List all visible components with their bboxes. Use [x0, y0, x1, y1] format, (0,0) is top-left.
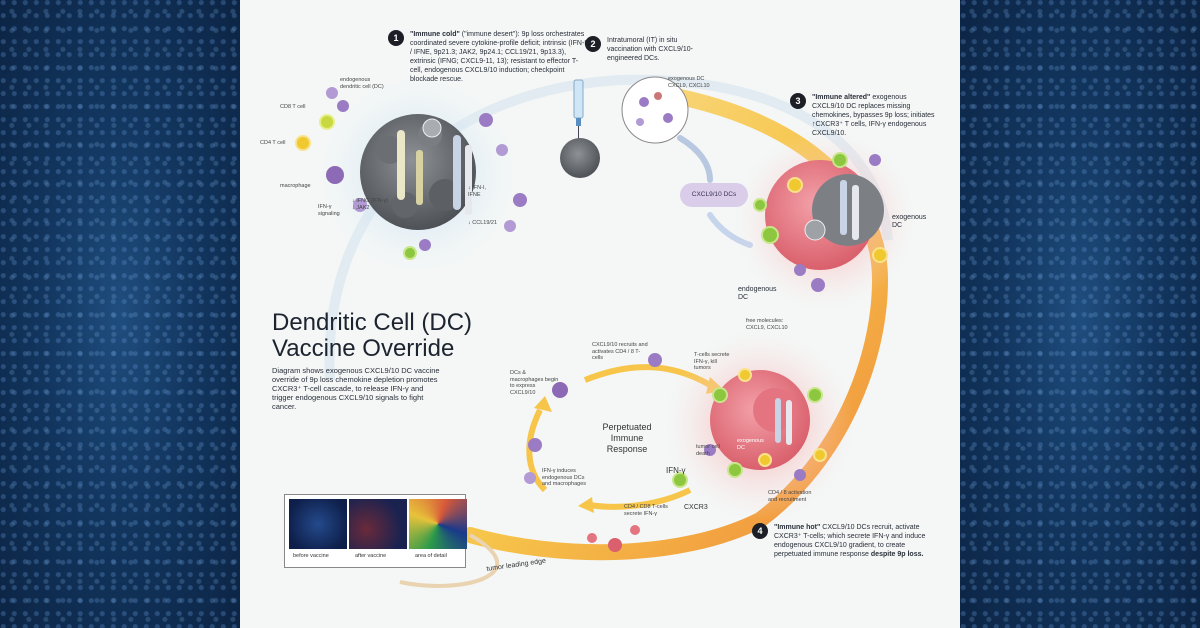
diagram-graphic [295, 74, 915, 588]
label-exo-dc-small: exogenous DC CXCL9, CXCL10 [668, 76, 710, 89]
detail-image [409, 499, 467, 549]
label-free-molecules: free molecules: CXCL9, CXCL10 [746, 318, 788, 331]
step-4-text: "Immune hot" CXCL9/10 DCs recruit, activ… [774, 523, 934, 559]
label-ifng: IFN-γ [666, 466, 686, 475]
step-1-badge: 1 [388, 30, 404, 46]
caption-before: before vaccine [293, 553, 329, 559]
label-macrophage: macrophage [280, 183, 311, 189]
label-cd48-activation: CD4 / 8 activation and recruitment [768, 490, 812, 503]
magnified-dc-view [621, 76, 689, 144]
label-cxcr3: CXCR3 [684, 504, 708, 511]
label-ifn-i: ↓ IFN-I, IFNE [468, 185, 487, 198]
step-4-body: CXCL9/10 DCs recruit, activate CXCR3⁺ T-… [774, 524, 926, 558]
step-1-text: "Immune cold" ("immune desert"): 9p loss… [410, 30, 590, 84]
label-tumor-cell-death: tumor cell death [696, 444, 720, 457]
step-4-badge: 4 [752, 523, 768, 539]
cold-immune-cells [295, 87, 527, 260]
diagram-title: Dendritic Cell (DC) Vaccine Override [272, 310, 472, 362]
label-tcells-secrete: T-cells secrete IFN-γ, kill tumors [694, 352, 730, 371]
step-1-body: ("immune desert"): 9p loss orchestrates … [410, 31, 587, 83]
label-cd4: CD4 T cell [260, 140, 286, 146]
title-line-1: Dendritic Cell (DC) [272, 309, 473, 336]
step-3-body: exogenous CXCL9/10 DC replaces missing c… [812, 94, 935, 137]
step-3-text: "Immune altered" exogenous CXCL9/10 DC r… [812, 93, 940, 138]
loop-cells [524, 353, 688, 552]
step-3-badge: 3 [790, 93, 806, 109]
label-ifn-signaling: IFN-γ signaling [318, 204, 340, 217]
microscopy-inset: before vaccine after vaccine area of det… [284, 494, 467, 568]
label-cxcl-recruits: CXCL9/10 recruits and activates CD4 / 8 … [592, 342, 648, 361]
step-2-badge: 2 [585, 36, 601, 52]
label-perpetuated: Perpetuated Immune Response [602, 422, 652, 454]
label-endogenous-dc: endogenous dendritic cell (DC) [340, 77, 384, 90]
background-texture-right [960, 0, 1200, 628]
label-dcs-macro: DCs & macrophages begin to express CXCL9… [510, 370, 559, 396]
step-4-bold-end: despite 9p loss. [870, 551, 924, 558]
syringe-icon [560, 79, 600, 178]
caption-detail: area of detail [415, 553, 447, 559]
cold-tumor [318, 75, 518, 275]
label-ifn-induces: IFN-γ induces endogenous DCs and macroph… [542, 468, 587, 487]
background-texture-left [0, 0, 240, 628]
label-ccl: ↓ CCL19/21 [468, 220, 498, 226]
after-image [349, 499, 407, 549]
label-cd8: CD8 T cell [280, 104, 306, 110]
step-2-text: Intratumoral (IT) in situ vaccination wi… [607, 37, 693, 62]
altered-tumor [735, 130, 915, 310]
label-endogenous-dc2: endogenous DC [738, 286, 777, 301]
hot-tumor [665, 330, 855, 520]
label-exo-dc-center: exogenous DC [737, 438, 764, 451]
diagram-panel: Dendritic Cell (DC) Vaccine Override Dia… [240, 0, 960, 628]
caption-after: after vaccine [355, 553, 387, 559]
title-line-2: Vaccine Override [272, 335, 455, 362]
label-ifng-loss: ↓ IFNG (IFN-γ) ↓ JAK2 [352, 198, 389, 211]
before-image [289, 499, 347, 549]
step-4-bold: "Immune hot" [774, 524, 821, 531]
step-3-bold: "Immune altered" [812, 94, 871, 101]
step-1-bold: "Immune cold" [410, 31, 460, 38]
cxcl-dcs-pill: CXCL9/10 DCs [680, 183, 748, 207]
label-exogenous-dc: exogenous DC [892, 214, 927, 229]
label-cd48-secrete: CD4 / CD8 T-cells secrete IFN-γ [624, 504, 668, 517]
diagram-subtitle: Diagram shows exogenous CXCL9/10 DC vacc… [272, 366, 440, 411]
